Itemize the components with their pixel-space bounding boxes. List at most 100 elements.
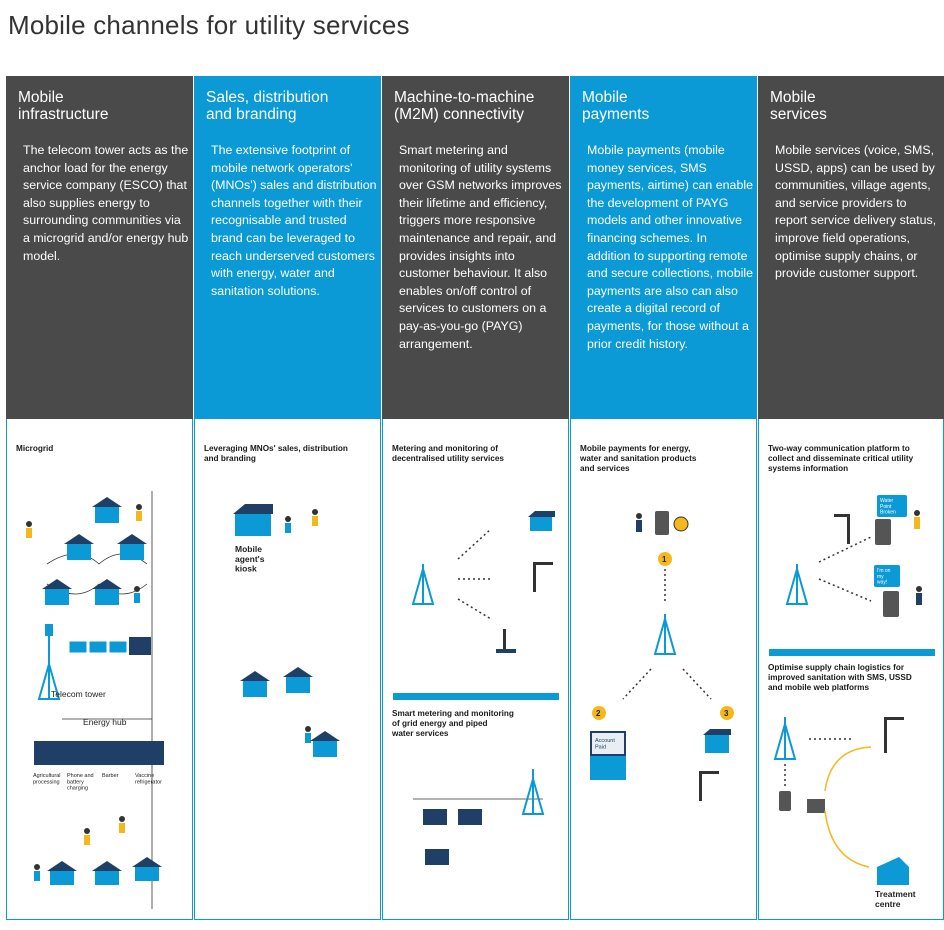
phone-icon <box>779 791 791 811</box>
house-icon <box>703 729 731 753</box>
water-pump-icon <box>496 629 516 653</box>
step-number: 3 <box>724 709 729 718</box>
illustration-panel: Leveraging MNOs' sales, distribution and… <box>194 419 381 920</box>
water-point-icon <box>533 562 553 592</box>
telecom-tower-icon <box>653 614 677 655</box>
channels-grid: Mobile infrastructure The telecom tower … <box>6 76 944 920</box>
column-description: Mobile payments (mobile money services, … <box>587 143 753 351</box>
column-sales-distribution: Sales, distribution and branding The ext… <box>194 76 381 920</box>
m2m-illustration <box>411 511 555 865</box>
hut-icon <box>310 731 340 757</box>
phone-icon <box>875 519 891 545</box>
panel-label: Metering and monitoring of decentralised… <box>392 444 504 463</box>
column-title: Mobile services <box>770 89 827 123</box>
house-icon <box>423 809 482 865</box>
column-m2m-connectivity: Machine-to-machine (M2M) connectivity Sm… <box>382 76 569 920</box>
person-icon <box>136 504 142 521</box>
column-title: Mobile infrastructure <box>18 89 109 123</box>
step-badge <box>720 706 734 720</box>
person-icon <box>119 816 125 833</box>
illustration-panel: Metering and monitoring of decentralised… <box>382 419 569 920</box>
telecom-tower-label: Telecom tower <box>51 689 106 699</box>
house-icon <box>528 511 555 531</box>
person-icon <box>636 513 642 532</box>
person-icon <box>914 510 920 529</box>
illustration-panel: Microgrid <box>6 419 193 920</box>
illustration-panel: Two-way communication platform to collec… <box>758 419 944 920</box>
hut-icon <box>92 861 122 885</box>
column-mobile-infrastructure: Mobile infrastructure The telecom tower … <box>6 76 193 920</box>
column-description: Smart metering and monitoring of utility… <box>399 143 562 351</box>
column-header: Mobile services Mobile services (voice, … <box>758 76 944 419</box>
person-icon <box>916 586 922 605</box>
hut-icon <box>42 579 72 605</box>
column-description: The telecom tower acts as the anchor loa… <box>23 143 189 263</box>
hut-icon <box>47 861 77 885</box>
account-paid-terminal-icon <box>590 731 626 780</box>
column-description: The extensive footprint of mobile networ… <box>211 143 377 298</box>
panel-label-2: Smart metering and monitoring of grid en… <box>392 709 514 738</box>
message-bubble-icon <box>874 565 900 587</box>
kiosk-icon <box>233 504 273 536</box>
water-point-icon <box>699 771 719 801</box>
column-mobile-payments: Mobile payments Mobile payments (mobile … <box>570 76 757 920</box>
panel-label: Mobile payments for energy, water and sa… <box>580 444 697 473</box>
panel-label-2: Optimise supply chain logistics for impr… <box>768 663 912 692</box>
telecom-tower-icon <box>521 769 545 815</box>
panel-label: Two-way communication platform to collec… <box>768 444 914 473</box>
person-icon <box>26 521 32 538</box>
hut-icon <box>283 667 313 693</box>
step-number: 2 <box>596 709 601 718</box>
barber-label: Barber <box>102 773 119 779</box>
energy-hub-label: Energy hub <box>83 717 127 727</box>
hut-icon <box>92 579 122 605</box>
hut-icon <box>64 534 94 560</box>
step-badge <box>658 552 672 566</box>
telecom-tower-icon <box>411 564 435 605</box>
column-header: Machine-to-machine (M2M) connectivity Sm… <box>382 76 569 419</box>
toilet-icon <box>884 717 904 753</box>
column-title: Sales, distribution and branding <box>206 89 329 123</box>
person-icon <box>84 828 90 845</box>
person-icon <box>312 509 318 526</box>
panel-label: Leveraging MNOs' sales, distribution and… <box>204 444 348 463</box>
hut-icon <box>92 497 122 523</box>
column-header: Mobile payments Mobile payments (mobile … <box>570 76 757 419</box>
step-badge <box>592 706 606 720</box>
step-number: 1 <box>662 555 667 564</box>
column-header: Sales, distribution and branding The ext… <box>194 76 381 419</box>
hut-icon <box>132 857 162 881</box>
energy-hub-icon <box>34 741 164 765</box>
telecom-tower-icon <box>785 564 809 605</box>
column-description: Mobile services (voice, SMS, USSD, apps)… <box>775 143 937 281</box>
water-point-icon <box>834 514 850 544</box>
column-title: Mobile payments <box>582 89 650 123</box>
column-header: Mobile infrastructure The telecom tower … <box>6 76 193 419</box>
person-icon <box>134 586 140 603</box>
hut-icon <box>117 534 147 560</box>
hut-icon <box>240 671 270 697</box>
person-icon <box>305 726 311 743</box>
phone-icon <box>655 511 669 535</box>
page-title: Mobile channels for utility services <box>8 10 410 40</box>
telecom-tower-icon <box>37 624 61 700</box>
column-title: Machine-to-machine (M2M) connectivity <box>394 89 535 123</box>
phone-icon <box>883 591 899 617</box>
treatment-centre-icon <box>877 857 909 885</box>
person-icon <box>285 516 291 533</box>
illustration-panel: Mobile payments for energy, water and sa… <box>570 419 757 920</box>
message-bubble-icon <box>877 495 907 517</box>
section-divider <box>393 693 559 700</box>
person-icon <box>34 864 40 881</box>
